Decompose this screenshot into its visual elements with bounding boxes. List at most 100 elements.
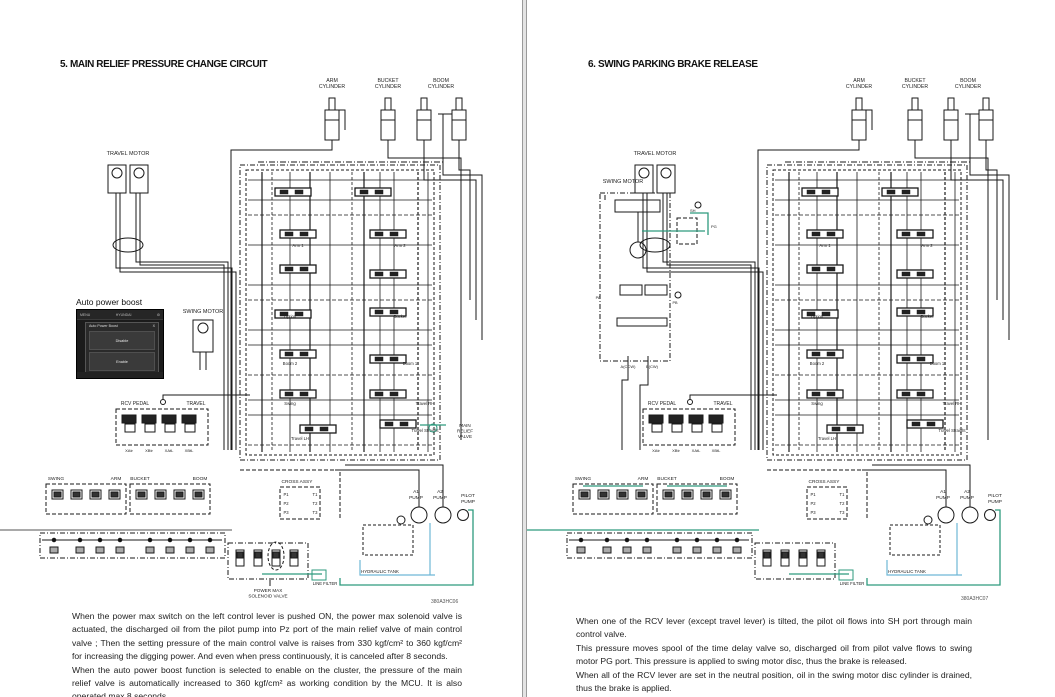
- mcv-section-label: Travel Straight: [411, 428, 439, 433]
- spool-land: [279, 189, 289, 195]
- menu-label: MENU: [80, 312, 91, 317]
- a2-pump-label: PUMP: [433, 495, 447, 501]
- swing-motor: [192, 319, 214, 353]
- spool-land: [299, 231, 309, 237]
- rcv-spool: [137, 491, 146, 498]
- solenoid-valve-block: [227, 542, 309, 580]
- spool-land: [826, 231, 836, 237]
- spool-valve: [279, 349, 317, 359]
- port-label: PB: [672, 301, 678, 305]
- swing-label: SWING: [575, 476, 592, 482]
- pedal-actuator: [688, 414, 704, 424]
- pedal-actuator: [668, 414, 684, 424]
- port-label: P1: [810, 492, 816, 497]
- spool-land: [374, 231, 384, 237]
- arm-cylinder-label: ARM: [326, 78, 338, 84]
- close-icon[interactable]: X: [152, 324, 155, 328]
- mcv-section-label: Swing: [284, 401, 296, 406]
- spool-land: [901, 189, 911, 195]
- hydraulic-tank-label: HYDRAULIC TANK: [888, 569, 926, 574]
- hydraulic-line: [862, 469, 947, 507]
- spool-land: [374, 356, 384, 362]
- enable-option-button[interactable]: Enable: [89, 352, 155, 371]
- spool-land: [811, 231, 821, 237]
- pressure-port: [687, 399, 693, 405]
- suction-line: [886, 560, 962, 576]
- rcv-spool: [702, 491, 711, 498]
- cross-assy: [806, 486, 848, 520]
- spool-land: [911, 421, 921, 427]
- rcv-spool: [194, 491, 203, 498]
- arm-cylinder: [851, 109, 867, 141]
- bucket-cylinder-label: BUCKET: [377, 78, 399, 84]
- spool-land: [926, 421, 936, 427]
- shuttle-valve: [732, 546, 742, 554]
- mcv-section-label: Arm 1: [292, 243, 304, 248]
- hydraulic-circuit-diagram: ARMCYLINDERBUCKETCYLINDERBOOMCYLINDERArm…: [0, 78, 483, 599]
- hydraulic-line: [969, 114, 1010, 340]
- pilot-pump-label: PUMP: [461, 499, 475, 505]
- spool-valve: [369, 389, 407, 399]
- spool-land: [886, 189, 896, 195]
- junction: [714, 537, 720, 543]
- auto-power-boost-dialog: Auto Power Boost X Disable Enable: [85, 322, 159, 374]
- spool-land: [811, 266, 821, 272]
- junction: [97, 537, 103, 543]
- spool-land: [359, 189, 369, 195]
- line-filter: [311, 569, 327, 581]
- spool-valve: [906, 419, 944, 429]
- shuttle-valve: [692, 546, 702, 554]
- spool-land: [831, 426, 841, 432]
- pedal-reducing-valve: [651, 423, 663, 433]
- spool-land: [901, 271, 911, 277]
- a2-pump-label: A2: [437, 489, 443, 495]
- spool-valve: [369, 307, 407, 317]
- hydraulic-line: [339, 109, 346, 130]
- cross-assy-label: CROSS ASSY: [809, 479, 841, 485]
- main-control-valve: [239, 164, 441, 461]
- bucket-cylinder-label: CYLINDER: [375, 84, 401, 90]
- rcv-pedal-label: RCV PEDAL: [121, 401, 150, 407]
- hydraulic-line: [621, 356, 629, 450]
- boom-cylinder: [978, 109, 994, 141]
- dialog-title: Auto Power Boost: [89, 324, 118, 328]
- spool-land: [319, 426, 329, 432]
- spool-land: [916, 391, 926, 397]
- hydraulic-line: [119, 193, 237, 450]
- spool-land: [901, 356, 911, 362]
- spool-land: [374, 271, 384, 277]
- cluster-bottombar: [77, 372, 163, 378]
- settings-icon: ⚙: [156, 312, 160, 317]
- shuttle-valve: [602, 546, 612, 554]
- arm-cylinder-label: CYLINDER: [846, 84, 872, 90]
- bucket-cylinder-label: BUCKET: [904, 78, 926, 84]
- spool-land: [299, 391, 309, 397]
- junction: [51, 537, 57, 543]
- hydraulic-line: [985, 140, 998, 300]
- spool-land: [374, 189, 384, 195]
- spool-land: [901, 309, 911, 315]
- pilot-pump-label: PUMP: [988, 499, 1002, 505]
- travel-label: TRAVEL: [186, 401, 205, 407]
- rcv-spool: [110, 491, 119, 498]
- pedal-actuator: [181, 414, 197, 424]
- spool-valve: [806, 349, 844, 359]
- description-text: When the power max switch on the left co…: [72, 610, 462, 697]
- spool-land: [846, 426, 856, 432]
- pedal-reducing-valve: [711, 423, 723, 433]
- disable-option-button[interactable]: Disable: [89, 331, 155, 350]
- travel-motor-symbol: [638, 167, 650, 179]
- rcv-spool: [664, 491, 673, 498]
- a1-pump-label: A1: [940, 489, 946, 495]
- spool-land: [916, 231, 926, 237]
- spool-valve: [826, 424, 864, 434]
- a1-pump-label: PUMP: [409, 495, 423, 501]
- hydraulic-line: [458, 140, 471, 300]
- spool-valve: [896, 229, 934, 239]
- mcv-section-label: Arm 2: [921, 243, 933, 248]
- spool-valve: [279, 389, 317, 399]
- swing-motor-housing: [599, 192, 671, 362]
- spool-valve: [806, 389, 844, 399]
- spool-land: [389, 231, 399, 237]
- spool-valve: [806, 264, 844, 274]
